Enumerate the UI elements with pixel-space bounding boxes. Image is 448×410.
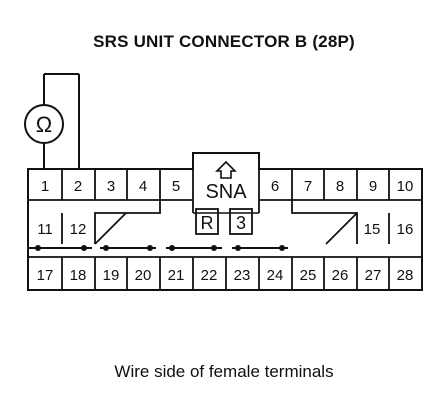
arrow-up-icon [215, 160, 237, 179]
terminal-2: 2 [74, 178, 82, 195]
keyway-label: SNA [205, 181, 247, 203]
terminal-19: 19 [103, 267, 120, 284]
terminal-22: 22 [201, 267, 218, 284]
terminal-18: 18 [70, 267, 87, 284]
terminal-4: 4 [139, 178, 147, 195]
blank-cavity-left [94, 212, 127, 245]
terminal-9: 9 [369, 178, 377, 195]
terminal-6: 6 [271, 178, 279, 195]
terminal-12: 12 [70, 221, 87, 238]
keyway-box [193, 160, 259, 214]
row1-grid [28, 169, 422, 213]
terminal-3: 3 [107, 178, 115, 195]
terminal-20: 20 [135, 267, 152, 284]
terminal-28: 28 [397, 267, 414, 284]
ohmmeter-icon [24, 104, 64, 144]
diagram-caption: Wire side of female terminals [114, 362, 334, 381]
terminal-10: 10 [397, 178, 414, 195]
ohm-symbol: Ω [36, 112, 52, 137]
terminal-15: 15 [364, 221, 381, 238]
diagram-title: SRS UNIT CONNECTOR B (28P) [93, 32, 355, 51]
row2-grid [61, 200, 390, 245]
terminal-21: 21 [168, 267, 185, 284]
r-box [195, 208, 219, 235]
terminal-17: 17 [37, 267, 54, 284]
three-label: 3 [236, 213, 246, 233]
terminal-16: 16 [397, 221, 414, 238]
terminal-26: 26 [332, 267, 349, 284]
r-label: R [201, 213, 214, 233]
terminal-5: 5 [172, 178, 180, 195]
terminal-1: 1 [41, 178, 49, 195]
ohmmeter [24, 73, 80, 169]
terminal-11: 11 [37, 221, 53, 238]
row3-grid [28, 256, 422, 290]
terminal-25: 25 [300, 267, 317, 284]
terminal-27: 27 [365, 267, 382, 284]
terminal-8: 8 [336, 178, 344, 195]
terminal-24: 24 [267, 267, 284, 284]
three-box [229, 208, 253, 235]
blank-cavity-right [325, 212, 358, 245]
terminal-23: 23 [234, 267, 251, 284]
terminal-7: 7 [304, 178, 312, 195]
shorting-bars [28, 245, 288, 251]
